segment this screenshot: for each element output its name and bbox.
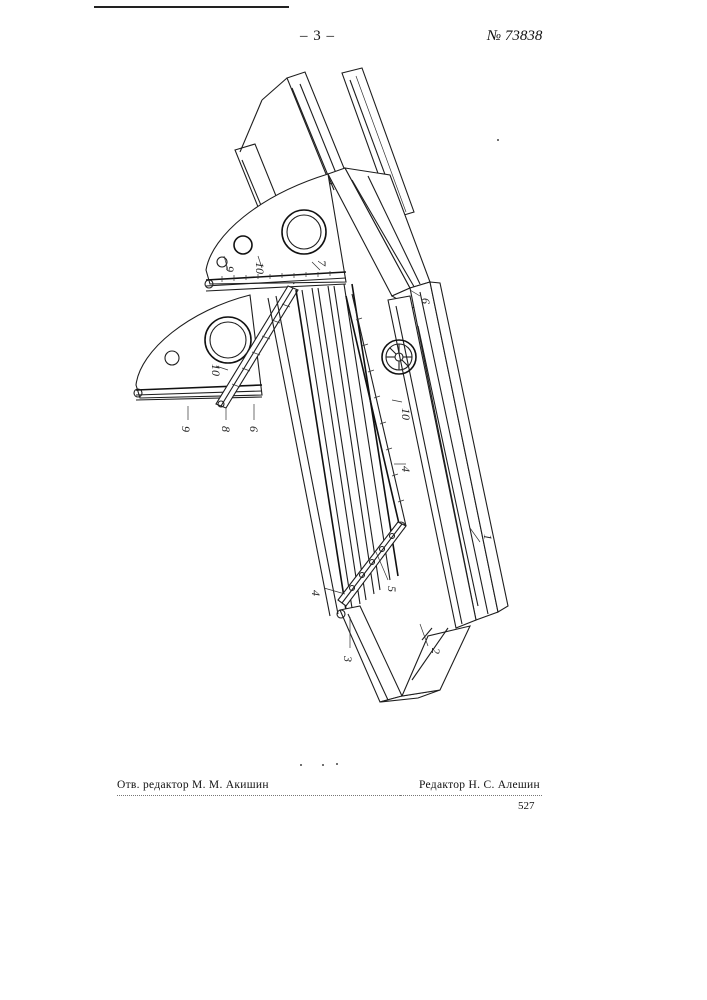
lower-front-beam	[340, 606, 470, 702]
parallel-rails	[258, 284, 398, 616]
footer-rule-left	[117, 795, 400, 796]
editor: Редактор Н. С. Алешин	[419, 779, 540, 791]
ref-label-5: 5	[385, 586, 399, 592]
ref-label-7: 7	[315, 260, 329, 267]
footer-code: 527	[518, 800, 535, 812]
print-speck	[322, 764, 324, 766]
ref-label-9-upper: 9	[223, 266, 237, 272]
ref-label-4-left: 4	[309, 590, 323, 596]
print-speck	[497, 139, 499, 141]
ref-label-3: 3	[341, 655, 355, 662]
ref-label-6-left: 6	[247, 426, 261, 432]
handwheel	[382, 340, 416, 374]
print-speck	[300, 764, 302, 766]
ref-label-9-lower: 9	[179, 426, 193, 432]
responsible-editor: Отв. редактор М. М. Акишин	[117, 779, 269, 791]
ref-label-6-right: 6	[419, 298, 433, 304]
main-bed	[388, 282, 508, 628]
ref-label-4-right: 4	[399, 466, 413, 472]
footer-rule-right	[400, 795, 542, 796]
ref-label-8: 8	[219, 426, 233, 432]
print-speck	[336, 763, 338, 765]
ref-label-10-upper: 10	[253, 262, 267, 274]
ref-label-10-rail: 10	[399, 408, 413, 420]
ref-label-1: 1	[481, 534, 495, 540]
lower-end-plate	[134, 295, 262, 400]
ref-label-2: 2	[429, 648, 443, 654]
ref-label-10-diagonal: 10	[209, 364, 223, 376]
upper-end-plate	[205, 174, 346, 291]
